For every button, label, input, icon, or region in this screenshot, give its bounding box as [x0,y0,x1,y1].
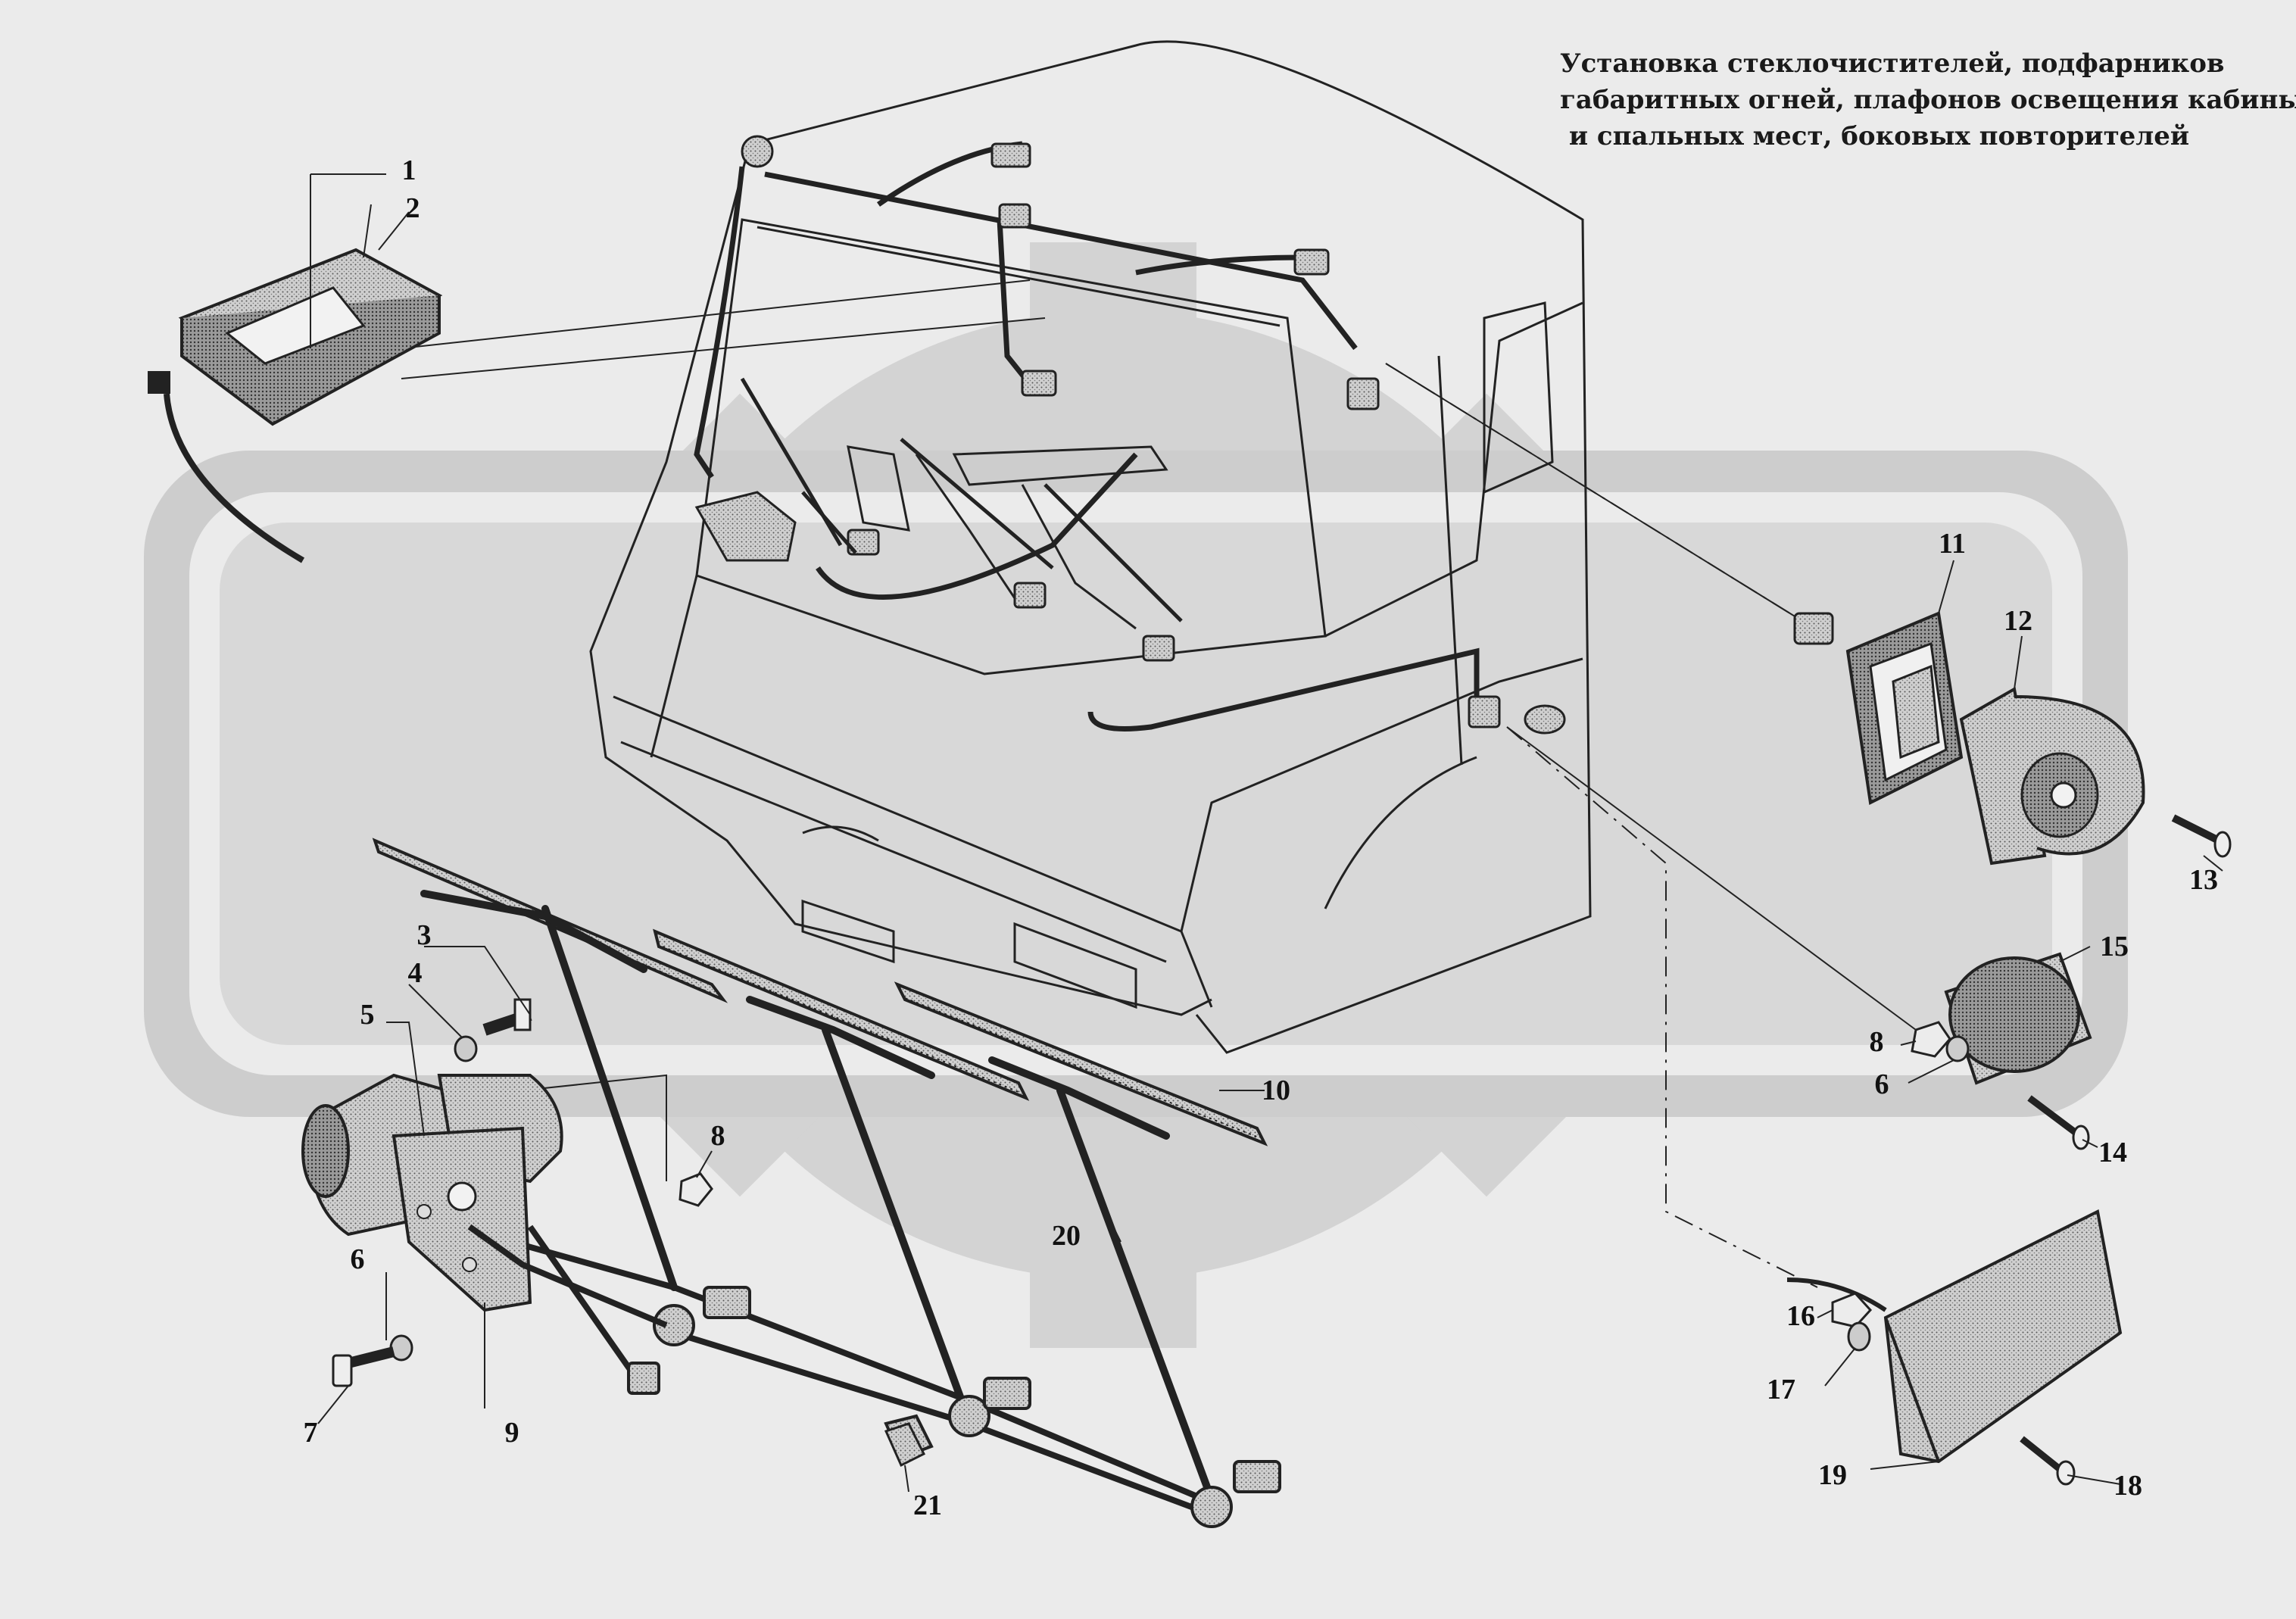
diagram-title: Установка стеклочистителей, подфарников … [1560,45,2296,154]
callout-21: 21 [913,1490,942,1521]
callout-16: 16 [1786,1300,1815,1332]
callout-6-left: 6 [350,1243,365,1275]
callout-12: 12 [2004,605,2032,637]
washer-4 [454,1035,478,1062]
callout-17: 17 [1767,1374,1795,1405]
bolt-7 [332,1346,395,1387]
title-line-1: Установка стеклочистителей, подфарников [1560,48,2225,79]
washer-17 [1847,1321,1871,1352]
marker-lamp [1845,611,1964,806]
title-line-2: габаритных огней, плафонов освещения каб… [1560,85,2296,115]
callout-13: 13 [2189,864,2218,896]
callout-2: 2 [405,192,420,224]
cab-outline [589,40,1592,1054]
callout-leaders [317,211,2223,1493]
callout-9: 9 [504,1417,519,1449]
callout-10: 10 [1262,1075,1290,1106]
callout-8-right: 8 [1869,1026,1884,1058]
wiper-arms [420,890,1215,1503]
side-repeater-lamp [1786,1209,2123,1464]
callout-20: 20 [1052,1220,1081,1252]
wiper-motor-small [694,491,797,562]
callout-18: 18 [2114,1470,2142,1502]
screw-13 [2171,814,2232,858]
callout-15: 15 [2100,931,2129,962]
leader-lines [401,279,1917,1288]
nut-8-right [1911,1021,1970,1062]
callout-7: 7 [303,1417,318,1449]
harness-connectors [741,135,1834,735]
callout-1: 1 [401,154,416,186]
wiring-harness [694,141,1480,732]
callout-5: 5 [360,999,375,1031]
nut-8-left [679,1172,713,1207]
callout-11: 11 [1939,528,1966,560]
screw-14 [2027,1095,2090,1150]
windshield-wipers [740,377,1183,622]
nut-16 [1831,1292,1873,1328]
callout-14: 14 [2098,1137,2127,1168]
cap-21 [884,1422,926,1468]
wiper-motor [301,1073,668,1328]
cab-lamp [148,173,443,563]
screw-18 [2020,1436,2076,1486]
horn [1959,686,2145,866]
callout-4: 4 [407,957,423,989]
title-line-3: и спальных мест, боковых повторителей [1560,121,2190,151]
callout-19: 19 [1818,1459,1847,1491]
callout-8-left: 8 [710,1120,725,1152]
wiper-blade-ticks [385,853,1259,1138]
callout-3: 3 [416,919,432,951]
callout-6-right: 6 [1874,1068,1889,1100]
bolt-3 [482,998,532,1036]
